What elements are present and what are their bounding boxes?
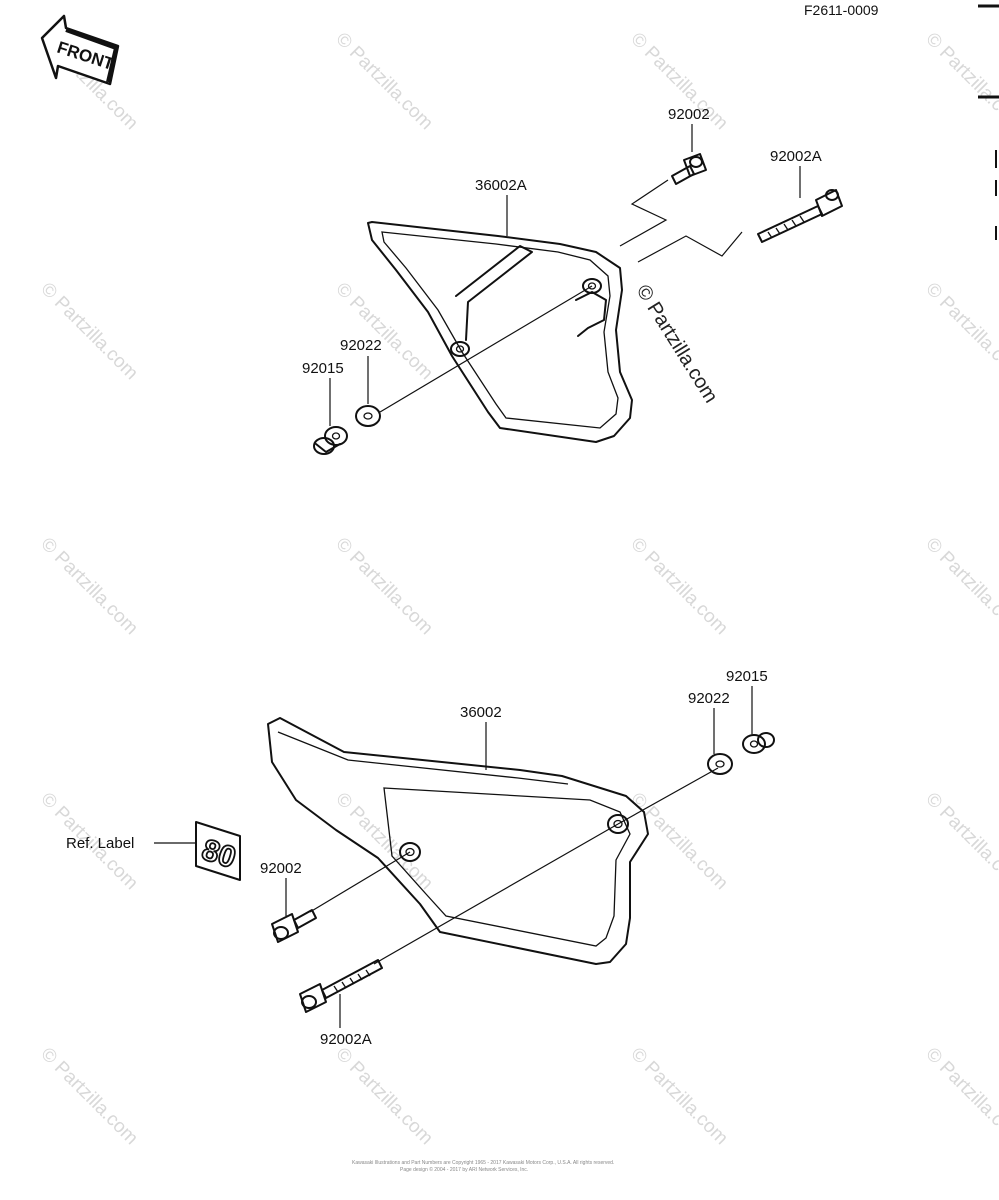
watermark: © Partzilla.com <box>921 534 999 639</box>
watermark: © Partzilla.com <box>626 534 731 639</box>
washer-92022-lower <box>707 753 733 775</box>
label-92022: 92022 <box>340 337 382 354</box>
edge-marks <box>978 4 999 240</box>
bolt-92002A <box>757 189 843 243</box>
label-92022-lower: 92022 <box>688 690 730 707</box>
watermark: © Partzilla.com <box>331 789 436 894</box>
side-cover-36002 <box>267 717 649 965</box>
centerline-upper <box>379 285 593 413</box>
bolt-92002A-lower <box>299 959 383 1013</box>
watermark: © Partzilla.com <box>921 29 999 134</box>
grommet-92015 <box>313 426 348 455</box>
label-92002-lower: 92002 <box>260 860 302 877</box>
label-36002: 36002 <box>460 704 502 721</box>
watermark: © Partzilla.com <box>331 1044 436 1149</box>
side-cover-36002A <box>367 221 633 443</box>
watermark-prominent: © Partzilla.com <box>632 281 722 407</box>
lower-assembly: 36002 92022 92015 80 Ref. Label <box>66 668 775 1048</box>
washer-92022 <box>355 405 381 427</box>
watermark: © Partzilla.com <box>331 279 436 384</box>
figure-code: F2611-0009 <box>804 2 879 18</box>
watermark: © Partzilla.com <box>331 534 436 639</box>
label-36002A: 36002A <box>475 177 527 194</box>
centerline-bracket <box>619 179 743 263</box>
bolt-92002 <box>671 153 707 185</box>
label-92015: 92015 <box>302 360 344 377</box>
front-arrow: FRONT <box>40 14 120 86</box>
label-92002A-lower: 92002A <box>320 1031 372 1048</box>
copyright-line-2: Page design © 2004 - 2017 by ARI Network… <box>400 1166 528 1173</box>
label-ref-label: Ref. Label <box>66 835 134 852</box>
watermark-layer: © Partzilla.com © Partzilla.com © Partzi… <box>36 29 999 1149</box>
centerline-lower-upper <box>617 767 719 825</box>
watermark: © Partzilla.com <box>921 1044 999 1149</box>
bolt-92002-lower <box>271 909 317 943</box>
grommet-92015-lower <box>742 732 775 754</box>
watermark: © Partzilla.com <box>36 1044 141 1149</box>
centerline-lower-diag <box>373 823 619 965</box>
watermark: © Partzilla.com <box>331 29 436 134</box>
upper-assembly: 36002A 92002 92002A <box>302 106 843 455</box>
label-92015-lower: 92015 <box>726 668 768 685</box>
watermark: © Partzilla.com <box>921 279 999 384</box>
watermark: © Partzilla.com <box>921 789 999 894</box>
watermark: © Partzilla.com <box>36 279 141 384</box>
copyright-line-1: Kawasaki Illustrations and Part Numbers … <box>352 1160 614 1166</box>
label-92002: 92002 <box>668 106 710 123</box>
copyright-footer: Kawasaki Illustrations and Part Numbers … <box>352 1160 614 1173</box>
centerline-bolt <box>309 851 411 913</box>
watermark: © Partzilla.com <box>36 534 141 639</box>
label-92002A: 92002A <box>770 148 822 165</box>
decal-80: 80 <box>195 821 241 881</box>
watermark: © Partzilla.com <box>626 1044 731 1149</box>
